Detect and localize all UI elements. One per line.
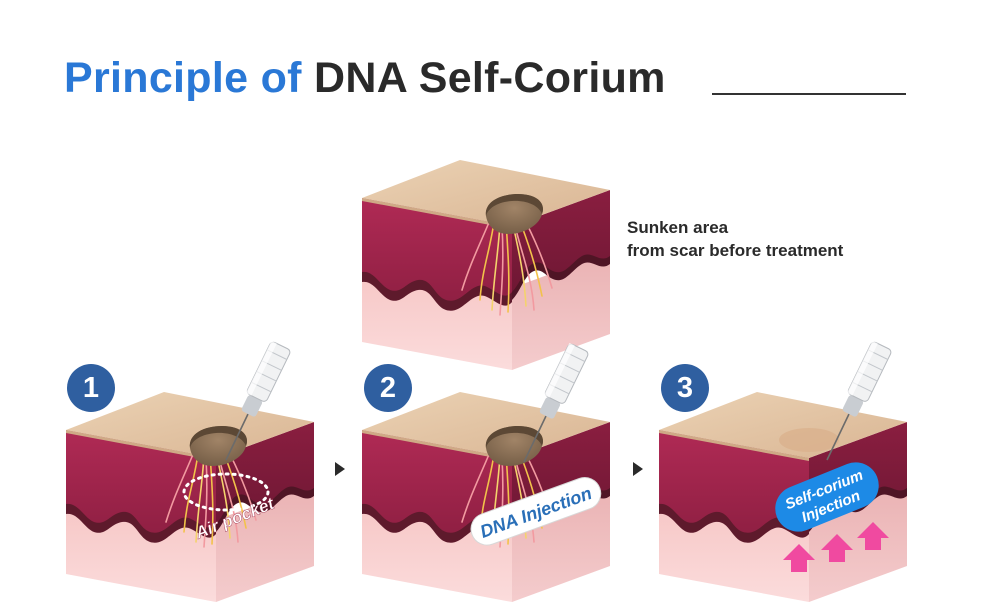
step-2-badge: 2 <box>364 364 412 412</box>
page-title: Principle of DNA Self-Corium <box>64 54 666 103</box>
arrow-right-icon <box>633 462 643 476</box>
skin-block-step-1: Air pocket <box>66 340 314 602</box>
caption-line-1: Sunken area <box>627 218 729 237</box>
step-1-badge: 1 <box>67 364 115 412</box>
title-dark-part: DNA Self-Corium <box>314 54 666 102</box>
arrow-right-icon <box>335 462 345 476</box>
upward-arrow-icon <box>857 522 889 550</box>
before-treatment-caption: Sunken area from scar before treatment <box>627 216 843 262</box>
skin-block-step-3: Self-corium Injection <box>659 340 907 602</box>
step-3-badge: 3 <box>661 364 709 412</box>
upward-arrow-icon <box>821 534 853 562</box>
upward-arrow-icon <box>783 544 815 572</box>
title-underline <box>712 93 906 95</box>
title-blue-part: Principle of <box>64 54 302 102</box>
skin-block-step-2: DNA Injection <box>362 342 610 602</box>
caption-line-2: from scar before treatment <box>627 241 844 260</box>
skin-block-before-treatment <box>362 160 610 370</box>
